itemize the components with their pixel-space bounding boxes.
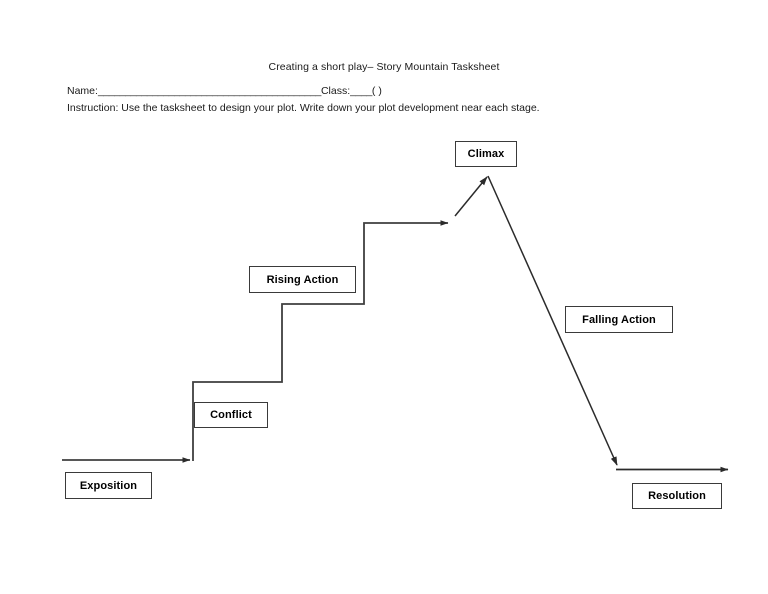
stage-box-resolution[interactable]: Resolution [632, 483, 722, 509]
class-paren-open: ( [371, 85, 376, 97]
class-paren-close: ) [378, 85, 382, 97]
class-label: Class: [320, 85, 351, 97]
name-and-class-line: Name:___________________________________… [67, 84, 382, 98]
climax-ascent-arrow [454, 176, 488, 217]
stage-box-rising-action[interactable]: Rising Action [249, 266, 356, 293]
stage-label-conflict: Conflict [210, 409, 252, 421]
falling-action-arrow [487, 175, 618, 466]
stage-box-exposition[interactable]: Exposition [65, 472, 152, 499]
name-label: Name: [67, 85, 98, 97]
stage-label-resolution: Resolution [648, 490, 706, 502]
stage-box-climax[interactable]: Climax [455, 141, 517, 167]
rising-staircase-path [192, 220, 449, 461]
instruction-text: Instruction: Use the tasksheet to design… [67, 102, 540, 114]
class-write-in-rule[interactable]: ____ [350, 85, 372, 97]
stage-box-falling-action[interactable]: Falling Action [565, 306, 673, 333]
name-write-in-rule[interactable]: ________________________________________… [97, 85, 321, 97]
stage-box-conflict[interactable]: Conflict [194, 402, 268, 428]
stage-label-climax: Climax [467, 148, 505, 160]
page-title: Creating a short play– Story Mountain Ta… [268, 61, 500, 73]
stage-label-rising-action: Rising Action [266, 273, 339, 286]
stage-label-falling-action: Falling Action [582, 313, 656, 326]
stage-label-exposition: Exposition [79, 479, 138, 492]
